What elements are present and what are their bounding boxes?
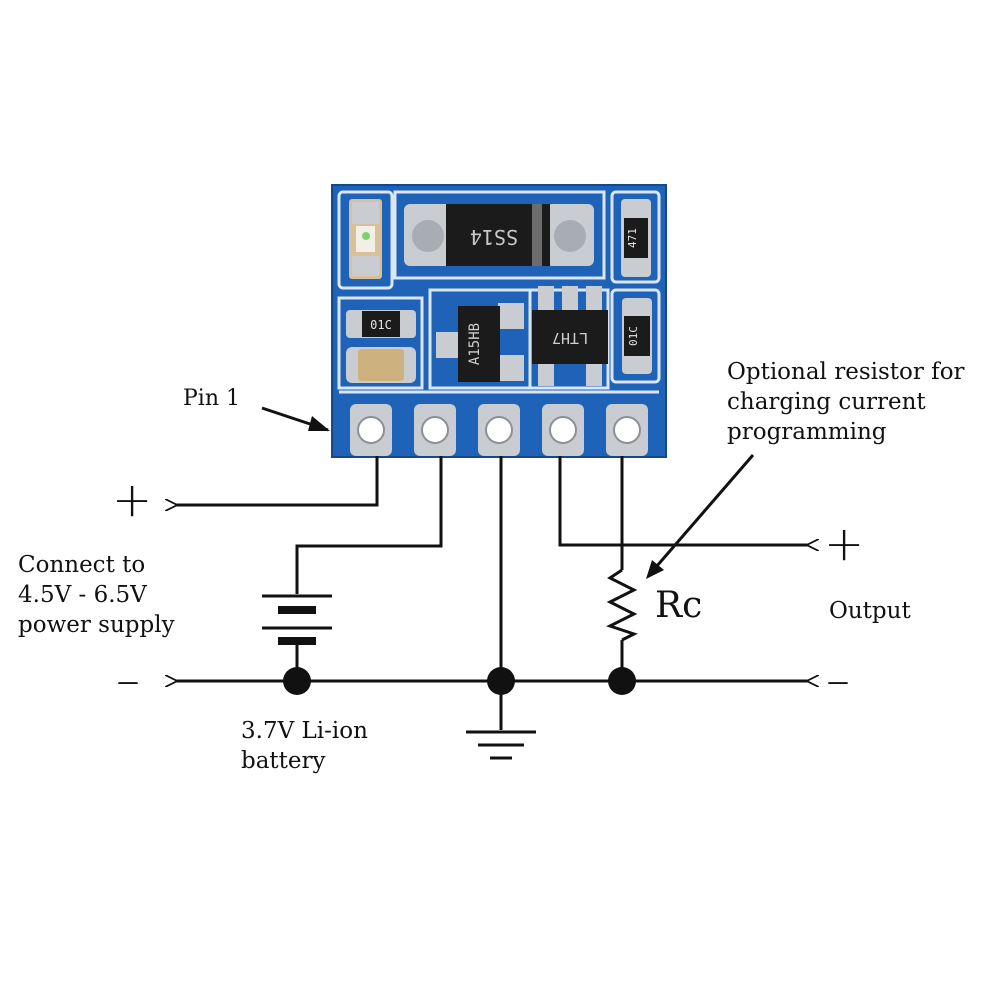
silkscreen-outlines bbox=[337, 190, 661, 394]
junction-dot-ground bbox=[487, 667, 515, 695]
pin-2-pad bbox=[414, 404, 456, 456]
capacitor-01c-right: 01C bbox=[622, 298, 652, 374]
rc-resistor-symbol bbox=[606, 568, 638, 642]
battery-label: 3.7V Li-ion battery bbox=[241, 716, 368, 776]
rc-label: Rc bbox=[655, 585, 703, 626]
junction-dot-battery bbox=[283, 667, 311, 695]
power-supply-description: Connect to 4.5V - 6.5V power supply bbox=[18, 550, 175, 640]
pin1-label: Pin 1 bbox=[183, 386, 240, 411]
power-supply-line-2: 4.5V - 6.5V bbox=[18, 582, 147, 608]
cap-right-marking: 01C bbox=[627, 326, 640, 346]
resistor-note-line-3: programming bbox=[727, 419, 887, 445]
resistor-note-arrowhead bbox=[646, 560, 664, 579]
pin-header bbox=[350, 404, 648, 456]
ground-symbol bbox=[466, 730, 536, 760]
charger-module-pcb: SS14 471 01C bbox=[331, 184, 667, 458]
output-plus-sign: + bbox=[824, 516, 865, 572]
output-minus-sign: – bbox=[826, 652, 850, 708]
resistor-note: Optional resistor for charging current p… bbox=[727, 357, 965, 447]
chip-left-marking: A15HB bbox=[467, 323, 483, 365]
resistor-note-pointer bbox=[648, 454, 755, 575]
power-supply-line-3: power supply bbox=[18, 612, 175, 638]
input-plus-wire bbox=[176, 456, 379, 505]
pin-1-pad bbox=[350, 404, 392, 456]
junction-dot-resistor bbox=[608, 667, 636, 695]
cap-left-marking: 01C bbox=[370, 318, 392, 332]
power-supply-line-1: Connect to bbox=[18, 552, 146, 578]
ss14-diode: SS14 bbox=[404, 204, 594, 266]
led-component bbox=[349, 199, 382, 279]
battery-symbol bbox=[262, 594, 332, 645]
capacitor-tan bbox=[346, 347, 416, 383]
pin-4-pad bbox=[542, 404, 584, 456]
pin1-pointer-arrowhead bbox=[308, 416, 330, 431]
battery-label-line-1: 3.7V Li-ion bbox=[241, 718, 368, 744]
diode-marking: SS14 bbox=[470, 225, 518, 249]
output-label: Output bbox=[829, 598, 911, 624]
battery-plus-wire bbox=[295, 456, 443, 594]
input-minus-sign: – bbox=[116, 652, 140, 708]
resistor-471: 471 bbox=[621, 199, 651, 277]
pin-3-pad bbox=[478, 404, 520, 456]
battery-label-line-2: battery bbox=[241, 748, 326, 774]
pin-5-pad bbox=[606, 404, 648, 456]
resistor-471-marking: 471 bbox=[626, 228, 639, 248]
output-plus-wire bbox=[558, 456, 808, 545]
input-plus-sign: + bbox=[112, 472, 153, 528]
resistor-note-line-2: charging current bbox=[727, 389, 926, 415]
capacitor-01c-left: 01C bbox=[346, 310, 416, 338]
chip-right-marking: LTH7 bbox=[552, 329, 588, 347]
resistor-note-line-1: Optional resistor for bbox=[727, 359, 965, 385]
chip-a15hb: A15HB bbox=[436, 303, 524, 382]
chip-lth7: LTH7 bbox=[532, 286, 608, 386]
